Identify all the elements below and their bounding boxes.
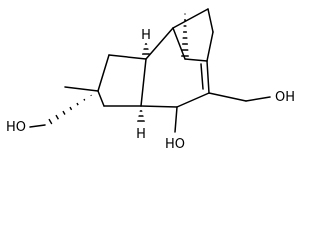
bond [206,60,210,94]
hydroxyl-label-bottom: HO [165,137,185,152]
double-bond-inner [200,63,204,90]
hydrogen-label-bottom: H [136,127,146,142]
bond [206,31,214,62]
bond [64,86,99,92]
bond [208,92,247,102]
bond [184,58,208,62]
bond [176,92,210,108]
bond [145,27,174,60]
bond [140,58,147,107]
chemical-structure-diagram: H H HO OH HO [6,8,295,152]
hashed-wedge-bond [140,43,152,55]
hashed-wedge-bond [135,110,147,122]
bond [29,124,46,128]
bond [174,106,178,133]
bond [97,90,105,107]
bond [108,54,147,60]
bond-lines [29,8,271,133]
hydroxyl-label-left: HO [6,120,26,135]
bond [97,54,110,92]
bond [207,8,214,33]
bond [172,8,209,29]
hydrogen-label-top: H [141,28,151,43]
bond [172,27,186,60]
hydroxyl-label-right: OH [275,90,295,105]
bond [140,105,178,108]
hashed-wedge-bond [45,91,96,127]
bond [245,96,271,102]
